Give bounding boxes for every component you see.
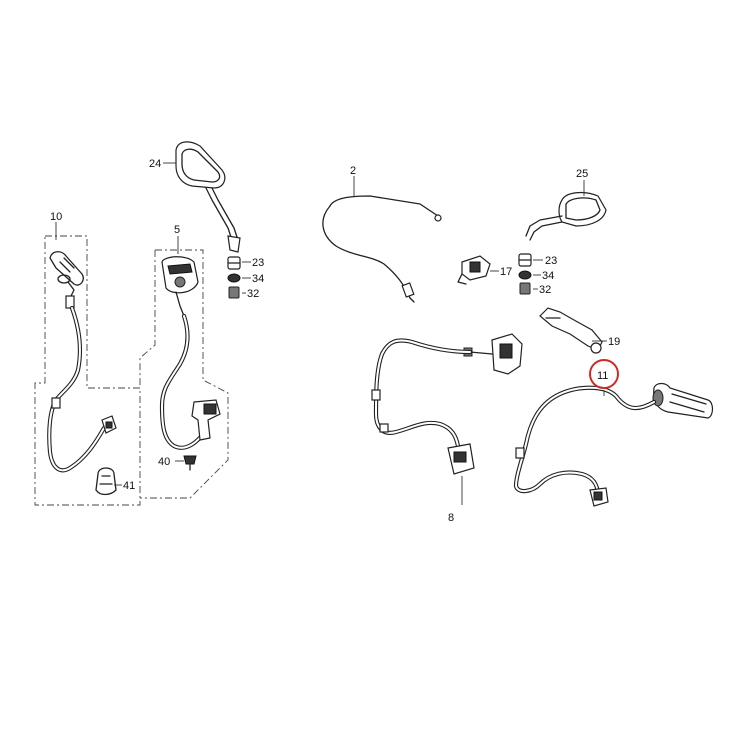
- part-34-left-washer[interactable]: [227, 273, 241, 283]
- part-8-right-switch-harness[interactable]: [371, 333, 523, 475]
- callout-41[interactable]: 41: [123, 480, 135, 492]
- callout-11[interactable]: 11: [597, 370, 608, 382]
- callout-34-left[interactable]: 34: [252, 273, 264, 285]
- callout-32-right[interactable]: 32: [539, 284, 551, 296]
- part-10-throttle-grip[interactable]: [47, 251, 117, 473]
- callout-19[interactable]: 19: [608, 336, 620, 348]
- part-24-left-mirror[interactable]: [175, 141, 241, 253]
- part-19-brake-lever[interactable]: [539, 307, 603, 354]
- part-2-throttle-cable[interactable]: [322, 195, 442, 303]
- assembly-outline-5: [140, 249, 229, 499]
- part-32-left-bolt[interactable]: [228, 286, 240, 299]
- callout-10[interactable]: 10: [50, 211, 62, 223]
- part-23-left-nut[interactable]: [227, 256, 241, 270]
- part-11-right-grip-harness[interactable]: [513, 382, 714, 507]
- part-34-right-washer[interactable]: [518, 270, 532, 280]
- assembly-outline-5-left: [139, 250, 156, 388]
- part-17-lever-bracket[interactable]: [457, 255, 491, 285]
- callout-23-left[interactable]: 23: [252, 257, 264, 269]
- callout-32-left[interactable]: 32: [247, 288, 259, 300]
- callout-24[interactable]: 24: [149, 158, 161, 170]
- callout-23-right[interactable]: 23: [545, 255, 557, 267]
- part-40-screw[interactable]: [183, 455, 197, 471]
- callout-5[interactable]: 5: [174, 224, 180, 236]
- callout-17[interactable]: 17: [500, 266, 512, 278]
- assembly-outline-10: [34, 235, 141, 506]
- part-41-clamp[interactable]: [95, 467, 117, 496]
- callout-40[interactable]: 40: [158, 456, 170, 468]
- callout-34-right[interactable]: 34: [542, 270, 554, 282]
- part-23-right-nut[interactable]: [518, 253, 532, 267]
- part-25-right-mirror[interactable]: [525, 191, 607, 241]
- part-32-right-bolt[interactable]: [519, 282, 531, 295]
- highlight-ring-11: [589, 359, 619, 389]
- callout-2[interactable]: 2: [350, 165, 356, 177]
- callout-25[interactable]: 25: [576, 168, 588, 180]
- part-5-left-handlebar-switch[interactable]: [159, 256, 221, 450]
- callout-8[interactable]: 8: [448, 512, 454, 524]
